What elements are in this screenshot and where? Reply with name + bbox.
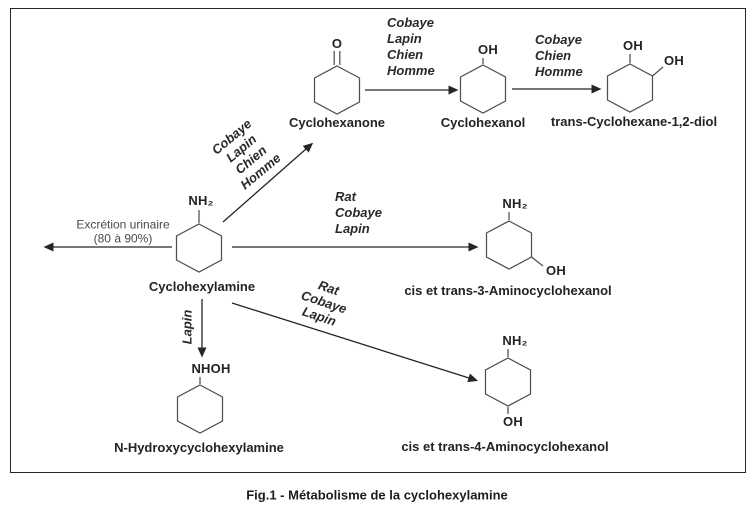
amino4-name: cis et trans-4-Aminocyclohexanol bbox=[401, 438, 609, 454]
route-ketone-to-ol-species: Cobaye Lapin Chien Homme bbox=[387, 15, 435, 79]
route-ol-to-diol-species: Cobaye Chien Homme bbox=[535, 32, 583, 80]
figure-caption: Fig.1 - Métabolisme de la cyclohexylamin… bbox=[246, 487, 508, 503]
aminocyclohexanol-4-structure bbox=[484, 349, 532, 414]
species-line: Cobaye bbox=[535, 32, 582, 47]
species-line: Homme bbox=[387, 63, 435, 78]
aminocyclohexanol-3-structure bbox=[485, 212, 544, 270]
amino3-oh-label: OH bbox=[546, 262, 566, 278]
ketone-oxygen-label: O bbox=[331, 35, 343, 51]
species-line: Lapin bbox=[179, 309, 195, 345]
cyclohexanol-structure bbox=[459, 58, 507, 114]
route-amine-to-nhydroxy-species: Lapin bbox=[180, 310, 195, 345]
cyclohexylamine-name: Cyclohexylamine bbox=[148, 278, 256, 294]
species-line: Cobaye bbox=[335, 205, 382, 220]
species-line: Chien bbox=[535, 48, 572, 63]
nhydroxy-name: N-Hydroxycyclohexylamine bbox=[114, 439, 284, 455]
trans-cyclohexane-diol-structure bbox=[606, 54, 664, 113]
route-amine-to-3ol-species: Rat Cobaye Lapin bbox=[335, 189, 382, 237]
nhoh-label: NHOH bbox=[191, 360, 231, 376]
amino4-nh2-label: NH₂ bbox=[502, 332, 528, 348]
excretion-line1: Excrétion urinaire bbox=[76, 217, 170, 232]
species-line: Cobaye bbox=[387, 15, 434, 30]
arrow-amine-to-cyclohexanone bbox=[222, 142, 314, 223]
cyclohexanol-name: Cyclohexanol bbox=[440, 114, 526, 130]
amino3-nh2-label: NH₂ bbox=[502, 195, 528, 211]
species-line: Rat bbox=[335, 189, 356, 204]
n-hydroxycyclohexylamine-structure bbox=[176, 377, 224, 434]
species-line: Chien bbox=[387, 47, 424, 62]
diagram-border-frame bbox=[10, 8, 746, 473]
cyclohexanone-structure bbox=[313, 51, 361, 115]
excretion-line2: (80 à 90%) bbox=[93, 231, 153, 245]
cyclohexanol-oh-label: OH bbox=[478, 41, 498, 57]
amino3-name: cis et trans-3-Aminocyclohexanol bbox=[404, 282, 612, 298]
trans-diol-name: trans-Cyclohexane-1,2-diol bbox=[550, 113, 718, 129]
diol-oh-top-label: OH bbox=[623, 37, 643, 53]
species-line: Lapin bbox=[335, 221, 370, 236]
diol-oh-side-label: OH bbox=[664, 52, 684, 68]
cyclohexylamine-structure bbox=[175, 210, 223, 273]
amine-nh2-label: NH₂ bbox=[188, 192, 214, 208]
species-line: Homme bbox=[535, 64, 583, 79]
arrow-amine-to-4-aminocyclohexanol bbox=[231, 302, 479, 383]
urinary-excretion-label: Excrétion urinaire (80 à 90%) bbox=[76, 217, 170, 246]
species-line: Lapin bbox=[387, 31, 422, 46]
cyclohexanone-name: Cyclohexanone bbox=[288, 114, 386, 130]
amino4-oh-label: OH bbox=[503, 413, 523, 429]
